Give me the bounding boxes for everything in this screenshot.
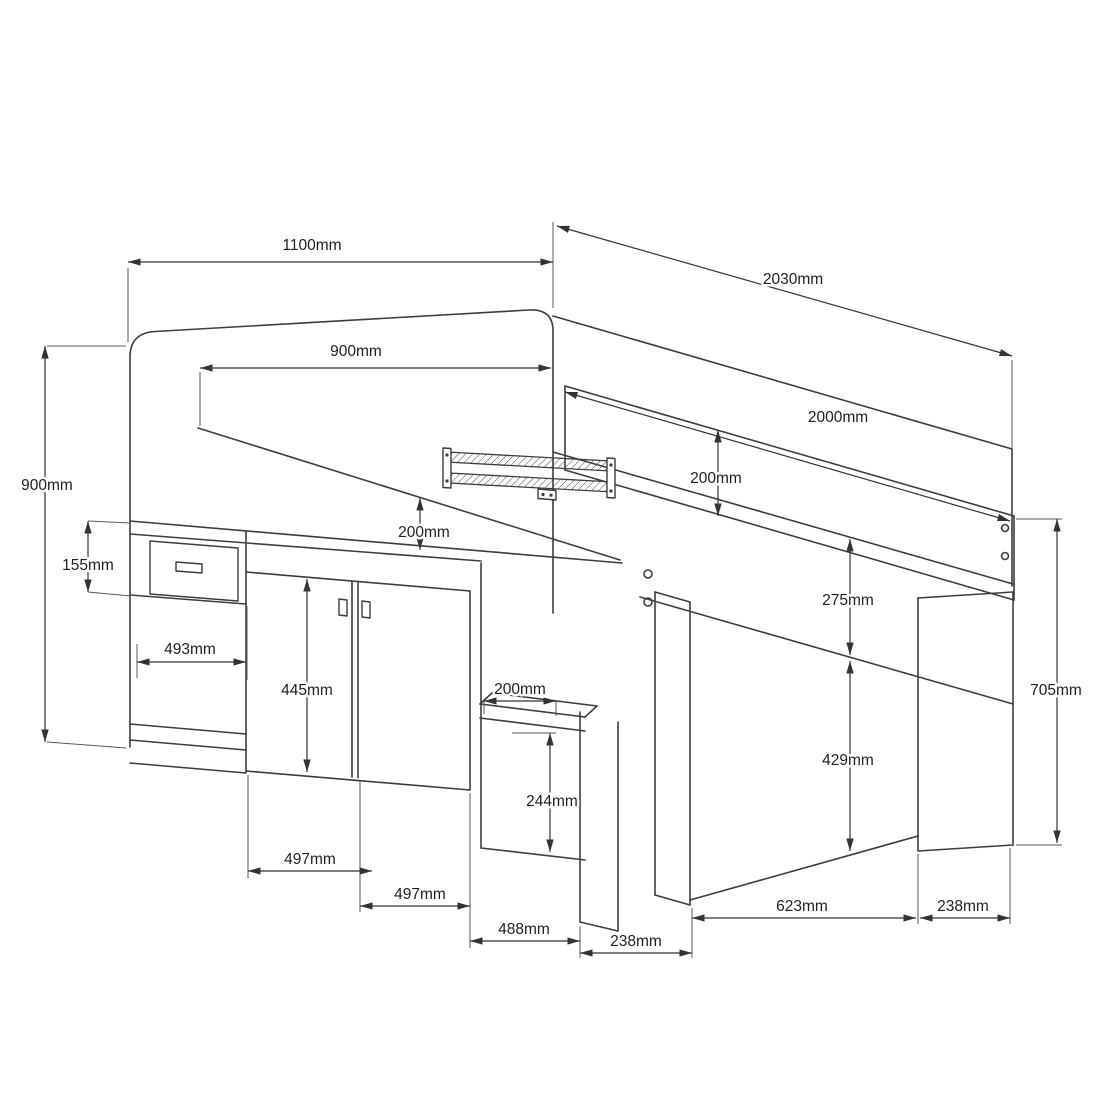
dimension-drawer-cavity-width: 493mm (136, 606, 248, 680)
rail-bracket (537, 488, 557, 501)
dim-label-overall-width: 1100mm (282, 237, 341, 254)
shelf-front-edge (129, 723, 247, 735)
foot-panel-top-edge (917, 591, 1014, 599)
dimension-desk-clearance: 244mm (512, 732, 580, 852)
dim-label-desk-clearance: 244mm (526, 793, 578, 810)
cam-fitting-icon (1000, 551, 1010, 561)
foot-panel-bottom-edge (917, 844, 1014, 852)
bracket-screw-icon (541, 492, 545, 497)
dimension-door-width-right: 497mm (360, 793, 471, 948)
platform-lower-edge (639, 596, 1014, 705)
rail-screw-icon (445, 479, 449, 483)
dim-label-drawer-front-height: 155mm (62, 557, 114, 574)
cam-fitting-icon (643, 569, 653, 579)
dimension-desk-opening-width: 488mm (470, 919, 581, 958)
dim-label-foot-opening-width: 623mm (776, 898, 828, 915)
dim-label-side-rail-height: 200mm (690, 470, 742, 487)
mid-support-bottom-edge (654, 894, 691, 906)
dimension-underbed-clearance: 429mm (820, 661, 876, 851)
rail-screw-icon (609, 463, 613, 467)
worktop-thickness-edge (129, 533, 482, 562)
rail-post-left (442, 447, 452, 489)
dim-label-door-height: 445mm (281, 682, 333, 699)
dimension-headboard-height: 900mm (19, 345, 127, 749)
dimension-overall-length: 2030mm (556, 225, 1013, 448)
dim-label-foot-end-height: 705mm (1030, 682, 1082, 699)
dim-label-door-width-right: 497mm (394, 886, 446, 903)
dimension-inner-length: 2000mm (564, 391, 1011, 522)
dim-label-headboard-height: 900mm (21, 477, 73, 494)
drawer-handle (175, 561, 203, 574)
dim-label-overall-length: 2030mm (763, 271, 823, 288)
dimension-door-width-left: 497mm (247, 775, 372, 912)
headboard-panel-outline (129, 309, 554, 748)
desk-support-bottom-edge (579, 921, 619, 932)
dimension-side-rail-height: 200mm (688, 430, 744, 516)
dim-label-foot-panel-width: 238mm (937, 898, 989, 915)
dimension-drawer-front-height: 155mm (60, 520, 132, 597)
drawer-row-bottom-edge (129, 594, 247, 605)
dim-label-desk-opening-width: 488mm (498, 921, 550, 938)
rail-screw-icon (445, 453, 449, 457)
dimension-desk-depth: 200mm (483, 679, 557, 716)
desk-top-front-edge (479, 703, 586, 718)
dimension-inner-width: 900mm (199, 341, 551, 426)
dim-label-desk-depth: 200mm (494, 681, 546, 698)
dimension-head-rail-height: 200mm (396, 498, 452, 550)
cam-fitting-icon (643, 597, 653, 607)
bracket-screw-icon (549, 493, 553, 497)
desk-bottom-edge (479, 717, 586, 732)
rail-screw-icon (609, 489, 613, 493)
dim-label-frame-depth: 275mm (822, 592, 874, 609)
dimension-door-height: 445mm (279, 579, 335, 772)
worktop-front-edge (129, 520, 623, 564)
dimension-foot-panel-width: 238mm (920, 848, 1011, 924)
dim-label-door-width-left: 497mm (284, 851, 336, 868)
dimension-overall-width: 1100mm (127, 222, 554, 342)
head-rail-top-edge (197, 427, 621, 561)
dim-label-underbed-clearance: 429mm (822, 752, 874, 769)
doors-bottom-edge (245, 770, 471, 791)
dimension-foot-opening-width: 623mm (692, 854, 919, 924)
dimension-foot-end-height: 705mm (1016, 518, 1084, 846)
dim-label-support-panel-width: 238mm (610, 933, 662, 950)
dimension-support-panel-width: 238mm (580, 908, 693, 958)
door-handle-left (338, 598, 348, 617)
dim-label-head-rail-height: 200mm (398, 524, 450, 541)
dim-label-inner-width: 900mm (330, 343, 382, 360)
desk-nook-floor-edge (480, 847, 586, 861)
door-handle-right (361, 600, 371, 619)
cam-fitting-icon (1000, 523, 1010, 533)
shelf-bottom-edge (129, 762, 247, 774)
shelf-thickness-edge (129, 739, 247, 751)
dim-label-drawer-cavity-width: 493mm (164, 641, 216, 658)
dim-label-inner-length: 2000mm (808, 409, 868, 426)
mid-support-top-edge (654, 591, 691, 603)
dimension-frame-depth: 275mm (820, 539, 876, 655)
floor-line (689, 835, 919, 901)
desk-right-join (584, 705, 598, 718)
